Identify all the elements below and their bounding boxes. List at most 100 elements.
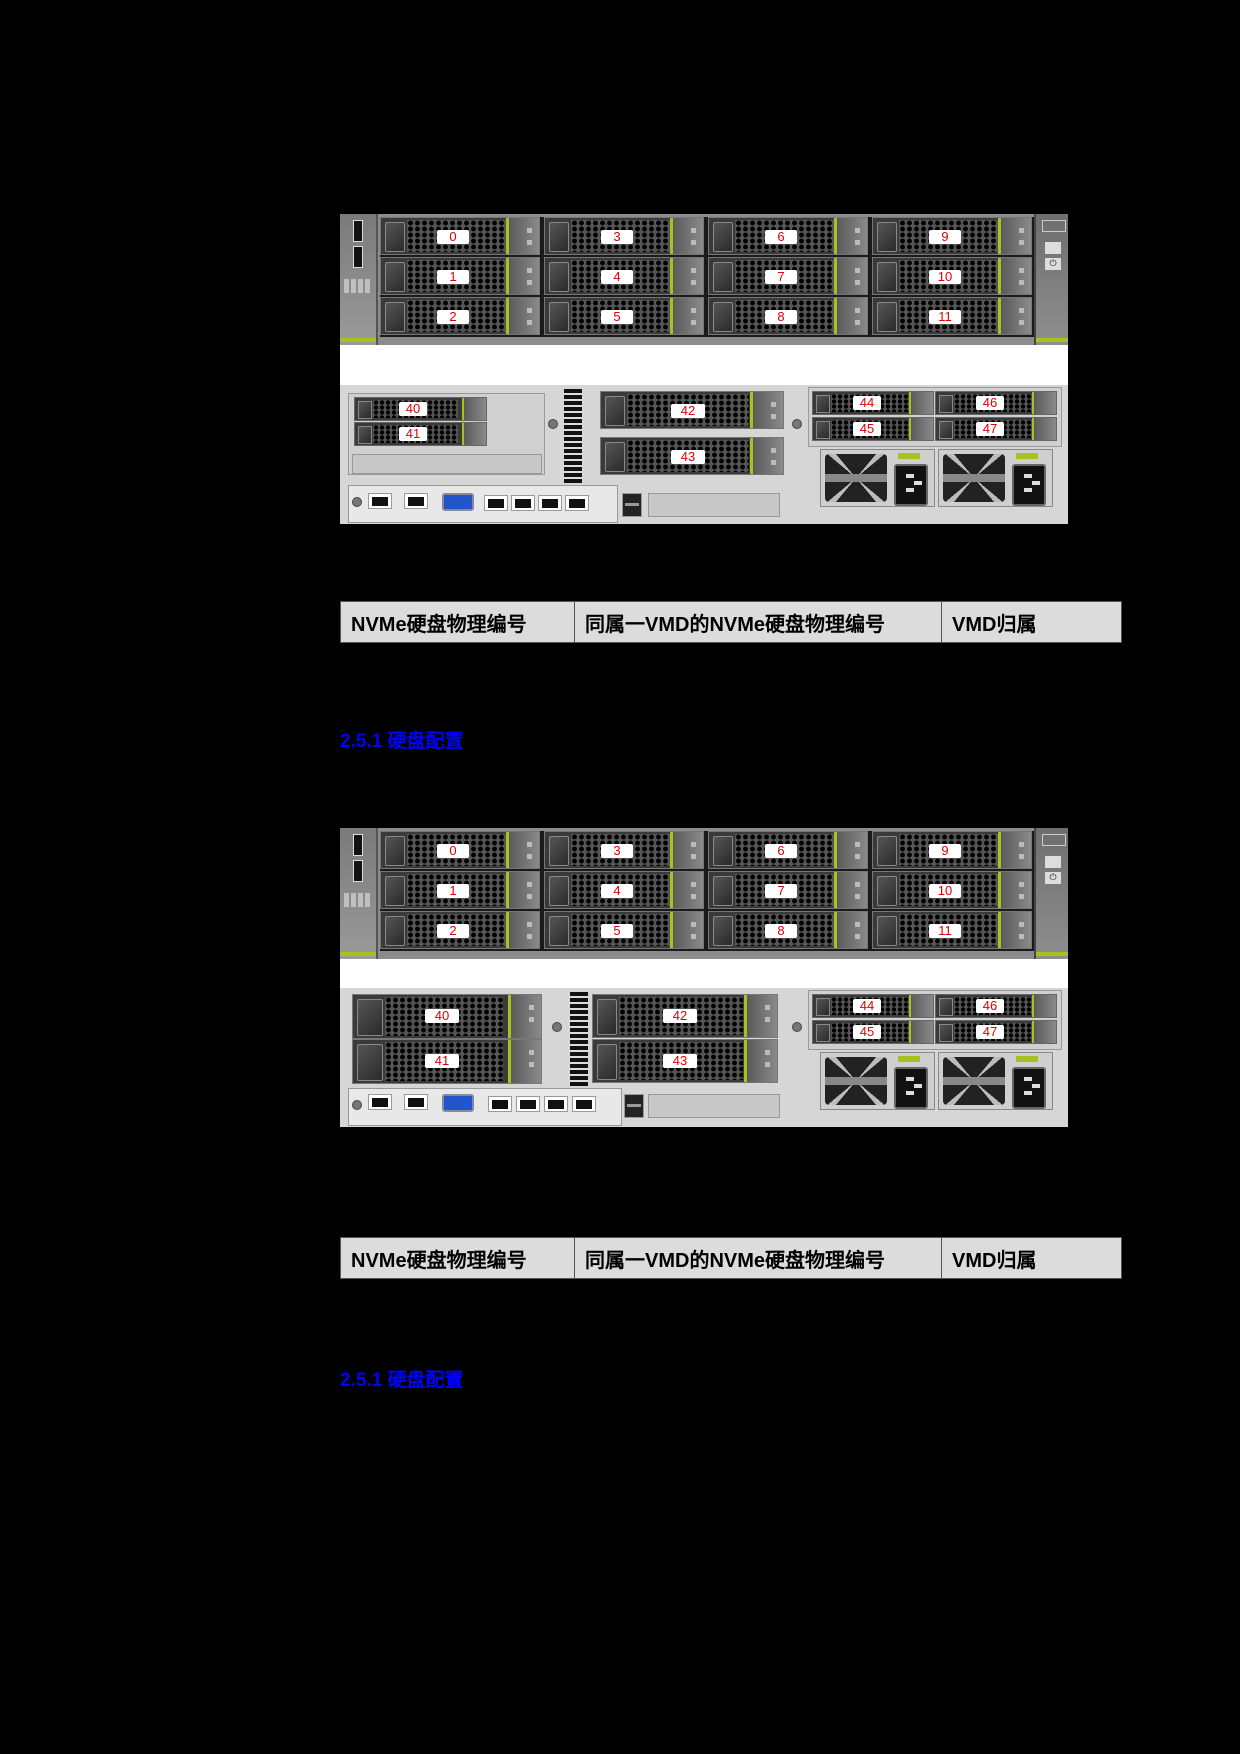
rear-drive-bay: 44	[812, 994, 934, 1018]
front-drive-bay: 10	[872, 257, 1032, 295]
ethernet-port-icon	[544, 1096, 568, 1112]
front-drive-bay: 0	[380, 217, 540, 255]
power-supply-unit	[938, 1052, 1053, 1110]
front-drive-bay: 3	[544, 217, 704, 255]
front-drive-bay: 9	[872, 831, 1032, 869]
screw	[548, 419, 558, 429]
drive-label: 11	[929, 924, 961, 938]
table-header-row: NVMe硬盘物理编号 同属一VMD的NVMe硬盘物理编号 VMD归属	[340, 1237, 1122, 1279]
drive-label: 6	[765, 844, 797, 858]
rear-drive-bay: 45	[812, 417, 934, 441]
green-accent-bar	[340, 338, 376, 342]
nvme-vmd-table-1: NVMe硬盘物理编号 同属一VMD的NVMe硬盘物理编号 VMD归属	[340, 601, 1122, 643]
drive-label: 8	[765, 310, 797, 324]
front-drive-bay: 8	[708, 297, 868, 335]
usb-icon	[353, 220, 363, 242]
drive-label: 9	[929, 844, 961, 858]
drive-label: 5	[601, 310, 633, 324]
usb-icon	[353, 246, 363, 268]
vga-port-icon	[442, 1094, 474, 1112]
drive-label: 45	[853, 422, 881, 436]
uid-button	[1045, 856, 1061, 868]
left-control-panel	[340, 828, 378, 959]
drive-label: 4	[601, 270, 633, 284]
front-drive-bay: 4	[544, 257, 704, 295]
drive-label: 10	[929, 884, 961, 898]
pcie-blank-slot	[648, 1094, 780, 1118]
drive-label: 7	[765, 884, 797, 898]
vent-grille	[570, 992, 588, 1086]
drive-label: 45	[853, 1025, 881, 1039]
power-button-icon: ⏻	[1045, 258, 1061, 270]
header-same-vmd-nvme-numbers: 同属一VMD的NVMe硬盘物理编号	[574, 1237, 942, 1279]
header-nvme-physical-number: NVMe硬盘物理编号	[340, 1237, 575, 1279]
header-same-vmd-nvme-numbers: 同属一VMD的NVMe硬盘物理编号	[574, 601, 942, 643]
psu-handle	[898, 453, 920, 459]
section-heading-link[interactable]: 2.5.1 硬盘配置	[340, 731, 464, 752]
blank-filler	[352, 454, 542, 474]
front-drive-bay: 2	[380, 297, 540, 335]
status-display	[1042, 220, 1066, 232]
drive-label: 2	[437, 310, 469, 324]
ethernet-port-icon	[511, 495, 535, 511]
fan-icon	[943, 454, 1005, 502]
fan-icon	[943, 1057, 1005, 1105]
section-heading-link[interactable]: 2.5.1 硬盘配置	[340, 1370, 464, 1391]
drive-label: 9	[929, 230, 961, 244]
drive-label: 47	[976, 1025, 1004, 1039]
right-control-panel: ⏻	[1034, 214, 1068, 345]
left-control-panel	[340, 214, 378, 345]
power-button-icon: ⏻	[1045, 872, 1061, 884]
server-rear-panel: 40 41 42 43 44 45 46	[340, 988, 1068, 1127]
front-drive-bay: 5	[544, 297, 704, 335]
drive-label: 47	[976, 422, 1004, 436]
led-indicators	[344, 893, 372, 907]
drive-label: 2	[437, 924, 469, 938]
front-drive-bay: 9	[872, 217, 1032, 255]
usb-port-icon	[624, 1094, 644, 1118]
front-drive-bay: 11	[872, 297, 1032, 335]
drive-label: 44	[853, 999, 881, 1013]
front-drive-bay: 7	[708, 257, 868, 295]
fan-icon	[825, 454, 887, 502]
front-drive-bay: 1	[380, 257, 540, 295]
drive-label: 43	[671, 450, 705, 464]
rear-drive-bay: 46	[935, 994, 1057, 1018]
ethernet-port-icon	[516, 1096, 540, 1112]
usb-icon	[353, 834, 363, 856]
front-drive-bay: 6	[708, 831, 868, 869]
rear-drive-bay: 40	[354, 397, 487, 421]
drive-label: 4	[601, 884, 633, 898]
rear-drive-bay: 43	[600, 437, 784, 475]
power-supply-unit	[938, 449, 1053, 507]
green-accent-bar	[1036, 338, 1068, 342]
front-drive-bay: 7	[708, 871, 868, 909]
front-drive-bay: 0	[380, 831, 540, 869]
power-inlet-icon	[894, 464, 928, 506]
front-drive-bay: 1	[380, 871, 540, 909]
server-rear-panel: 40 41 42 43 44 45 46	[340, 385, 1068, 524]
drive-label: 3	[601, 230, 633, 244]
ethernet-port-icon	[538, 495, 562, 511]
drive-label: 3	[601, 844, 633, 858]
header-nvme-physical-number: NVMe硬盘物理编号	[340, 601, 575, 643]
rear-drive-bay: 40	[352, 994, 542, 1039]
rear-drive-bay: 44	[812, 391, 934, 415]
drive-label: 6	[765, 230, 797, 244]
drive-label: 1	[437, 884, 469, 898]
drive-label: 0	[437, 844, 469, 858]
front-drive-bay: 5	[544, 911, 704, 949]
power-inlet-icon	[1012, 464, 1046, 506]
rear-drive-bay: 47	[935, 417, 1057, 441]
usb-port-icon	[622, 493, 642, 517]
front-drive-bay: 3	[544, 831, 704, 869]
power-inlet-icon	[894, 1067, 928, 1109]
nvme-vmd-table-2: NVMe硬盘物理编号 同属一VMD的NVMe硬盘物理编号 VMD归属	[340, 1237, 1122, 1279]
vent-grille	[564, 389, 582, 483]
drive-label: 42	[671, 404, 705, 418]
drive-label: 40	[399, 402, 427, 416]
power-supply-unit	[820, 449, 935, 507]
